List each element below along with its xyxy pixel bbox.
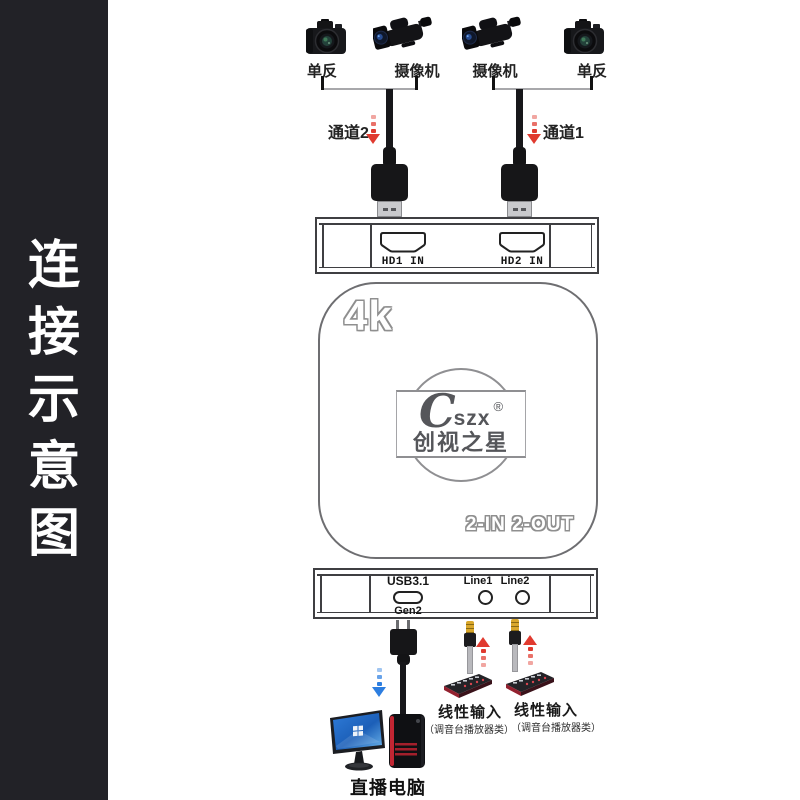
hdmi-port-2-label: HD2 IN: [500, 256, 544, 268]
hdmi-port-icon: [499, 232, 545, 253]
bracket-tick: [492, 76, 495, 90]
hdmi-plug-tip: [507, 201, 532, 217]
line-in-title: 线性输入: [513, 702, 578, 719]
device-4k-badge: 4k: [344, 292, 393, 339]
sidebar-char: 接: [27, 304, 80, 362]
hdmi-port-1-label: HD1 IN: [381, 256, 425, 268]
brand-logo-chinese: 创视之星: [412, 429, 509, 455]
dslr-camera-icon: [306, 19, 346, 54]
channel-1-label: 通道1: [543, 125, 584, 142]
bracket-tick: [415, 76, 418, 90]
line-in-subtitle: （调音台播放器类）: [511, 723, 601, 734]
source-label-camcorder-right: 摄像机: [472, 63, 518, 80]
merge-bracket-left: [322, 88, 418, 90]
hdmi-plug-strain-relief: [513, 147, 526, 167]
usb-plug-prong: [407, 620, 410, 631]
sidebar-char: 连: [27, 237, 80, 295]
camcorder-icon: [373, 16, 432, 50]
usb-plug-prong: [396, 620, 399, 631]
line1-label: Line1: [463, 575, 493, 587]
audio-mixer-icon: [506, 672, 554, 696]
hdmi-plug-tip: [377, 201, 402, 217]
line2-label: Line2: [500, 575, 530, 587]
audio-plug-tip: [466, 621, 474, 634]
pc-tower-icon: [389, 714, 425, 768]
sidebar-vertical-title: 连 接 示 意 图: [0, 0, 108, 800]
logo-script-c: C: [418, 384, 456, 439]
usb-plug-body: [390, 629, 417, 655]
audio-up-arrow-icon: [523, 635, 537, 666]
source-label-dslr-right: 单反: [576, 63, 607, 80]
hdmi-port-icon: [380, 232, 426, 253]
hdmi-input-panel: HD1 IN HD2 IN: [315, 217, 599, 274]
registered-mark-icon: ®: [493, 398, 504, 414]
bracket-tick: [590, 76, 593, 90]
audio-mixer-icon: [444, 674, 492, 698]
sidebar-char: 示: [27, 371, 80, 429]
hdmi-cable-left: [386, 89, 393, 151]
hdmi-cable-right: [516, 89, 523, 151]
sidebar-char: 图: [27, 505, 80, 563]
usb-port-bottom-label: Gen2: [394, 605, 422, 617]
monitor-icon: [330, 710, 385, 771]
dslr-camera-icon: [564, 19, 604, 54]
logo-letters: szx: [453, 406, 491, 430]
line-in-title: 线性输入: [437, 704, 502, 721]
audio-up-arrow-icon: [476, 637, 490, 668]
source-label-dslr-left: 单反: [306, 63, 337, 80]
line-in-subtitle: （调音台播放器类）: [424, 725, 514, 736]
camcorder-icon: [462, 16, 521, 50]
usb-cable: [400, 662, 406, 718]
audio-plug-body: [464, 633, 476, 647]
usb-plug-strain-relief: [397, 654, 410, 665]
hdmi-plug-strain-relief: [383, 147, 396, 167]
usb-port-top-label: USB3.1: [386, 574, 430, 588]
audio-plug-tip: [511, 619, 519, 632]
audio-cable: [467, 646, 473, 674]
audio-cable: [512, 644, 518, 672]
merge-bracket-right: [493, 88, 593, 90]
source-label-camcorder-left: 摄像机: [394, 63, 440, 80]
usb-c-port: [393, 591, 423, 604]
channel-2-label: 通道2: [328, 125, 369, 142]
line1-jack: [478, 590, 493, 605]
line2-jack: [515, 590, 530, 605]
channel-1-down-arrow-icon: [527, 113, 541, 144]
computer-label: 直播电脑: [350, 778, 426, 798]
hdmi-plug-right: [501, 164, 538, 201]
usb-down-arrow-icon: [372, 666, 386, 697]
usb-line-panel: USB3.1 Gen2 Line1 Line2: [313, 568, 598, 619]
channel-2-down-arrow-icon: [366, 113, 380, 144]
bracket-tick: [321, 76, 324, 90]
device-io-label: 2-IN 2-OUT: [465, 514, 575, 535]
sidebar-char: 意: [27, 438, 80, 496]
hdmi-plug-left: [371, 164, 408, 201]
audio-plug-body: [509, 631, 521, 645]
